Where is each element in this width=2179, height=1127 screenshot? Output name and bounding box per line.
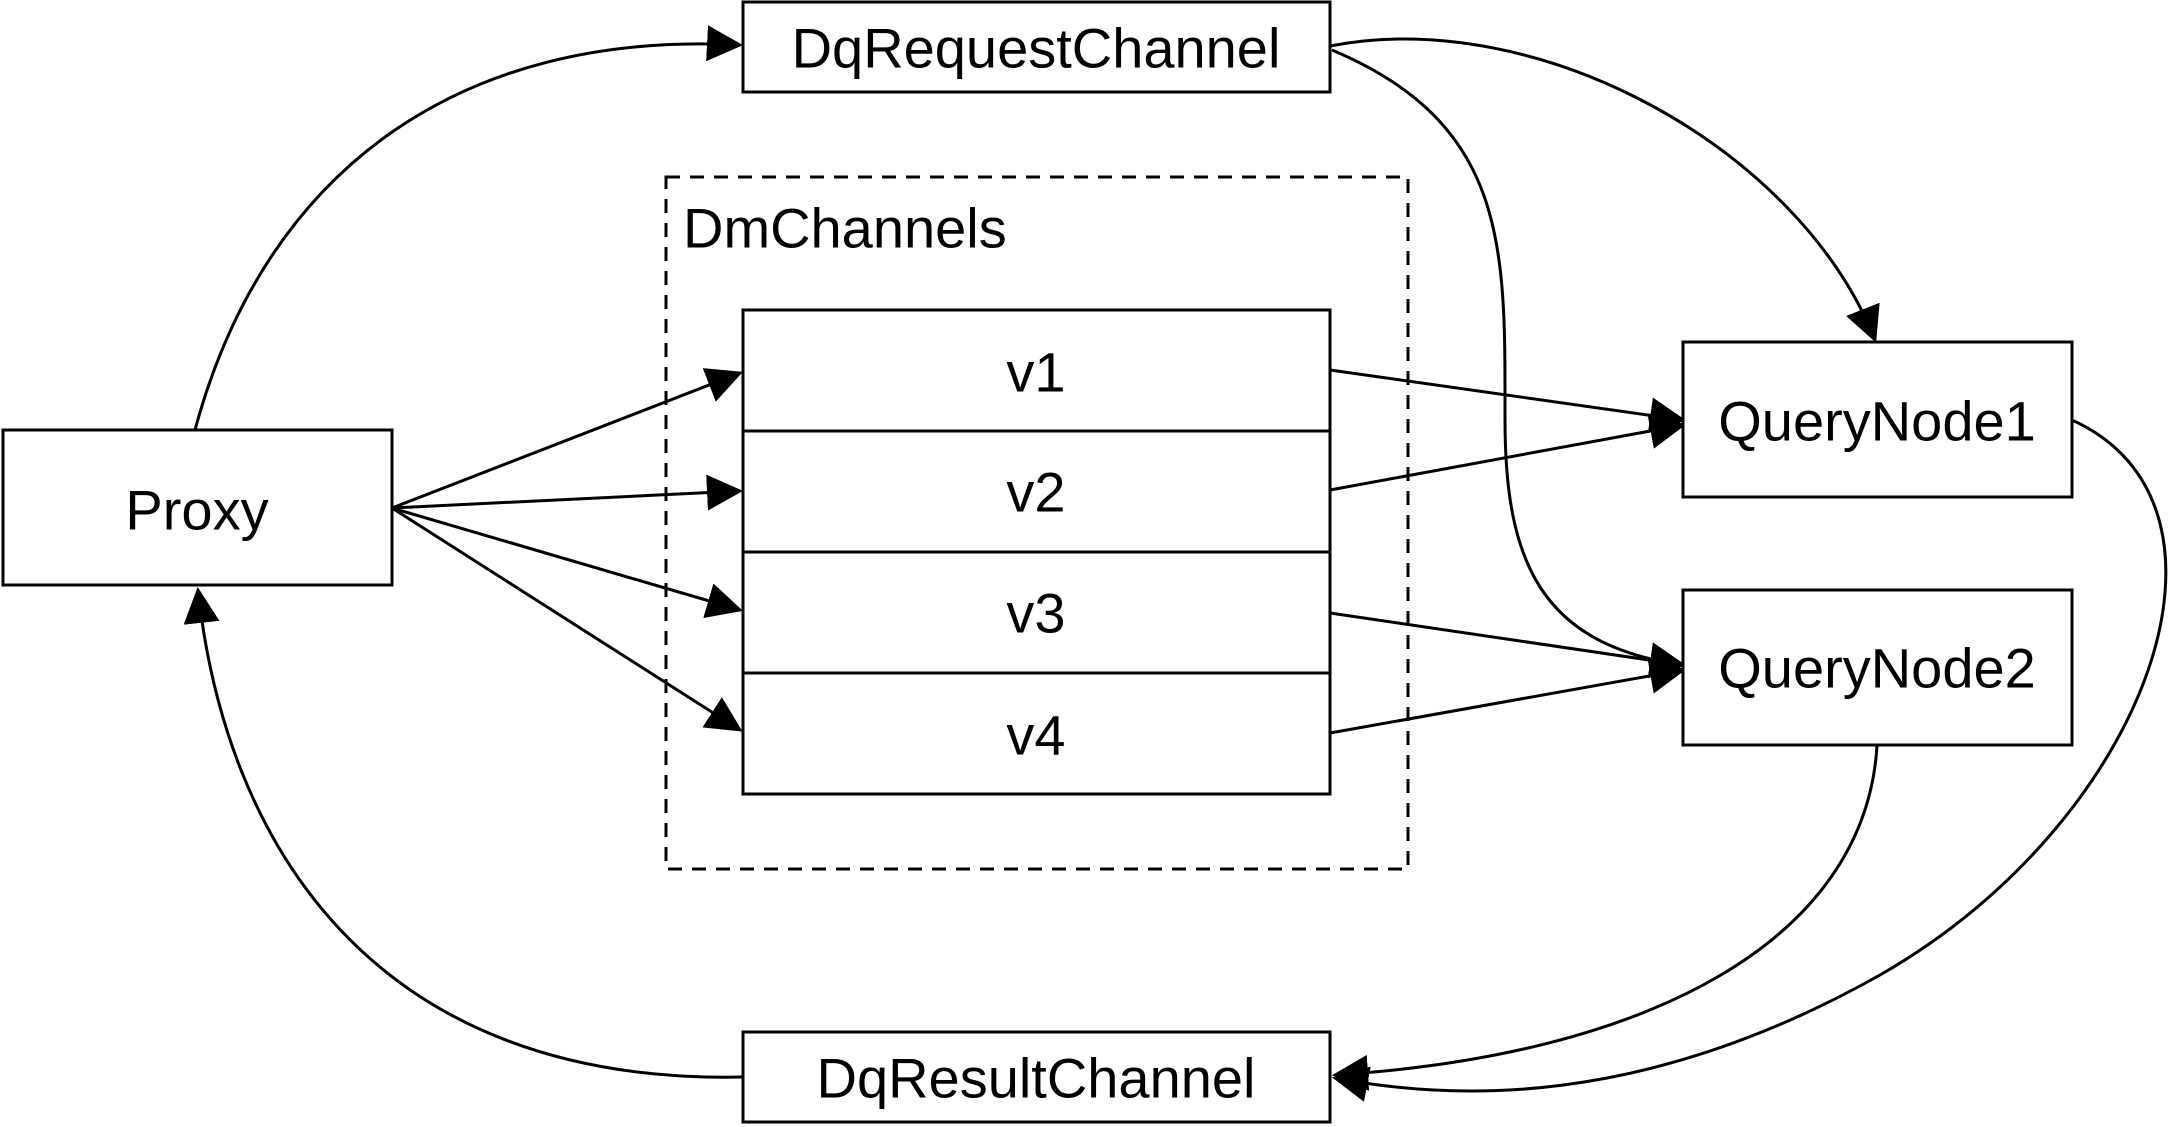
edge-proxy-to-v3	[391, 506, 743, 618]
dm-channels-title: DmChannels	[683, 197, 1007, 260]
dm-channel-v4-box	[741, 671, 1332, 796]
dq-result-channel-label: DqResultChannel	[817, 1047, 1256, 1110]
dq-request-channel-node: DqRequestChannel	[741, 0, 1332, 94]
dm-channel-v3-label: v3	[1006, 582, 1065, 645]
proxy-node: Proxy	[1, 428, 394, 587]
edge-proxy-to-v1	[391, 368, 743, 510]
dq-result-channel-box	[741, 1030, 1332, 1124]
dm-channel-v3-box	[741, 550, 1332, 675]
dq-request-channel-label: DqRequestChannel	[792, 17, 1281, 80]
dm-channel-v2: v2	[741, 429, 1332, 554]
dm-channel-v2-box	[741, 429, 1332, 554]
dm-channels-frame	[664, 175, 1410, 871]
dm-channel-v3: v3	[741, 550, 1332, 675]
edge-querynode2-to-dq-result	[1332, 745, 1879, 1091]
dm-channel-v2-label: v2	[1006, 461, 1065, 524]
edge-proxy-to-dq-request-channel	[193, 25, 743, 431]
dm-channel-v1: v1	[741, 308, 1332, 433]
edge-proxy-to-v4	[391, 506, 743, 732]
querynode1-box	[1681, 340, 2074, 499]
dq-request-channel-box	[741, 0, 1332, 94]
dm-channel-v1-box	[741, 308, 1332, 433]
edge-v4-to-querynode2	[1329, 658, 1686, 735]
querynode1-label: QueryNode1	[1718, 390, 2036, 453]
querynode2-label: QueryNode2	[1718, 637, 2036, 700]
edge-v1-to-querynode1	[1329, 368, 1686, 434]
edge-v2-to-querynode1	[1329, 413, 1686, 492]
dm-channel-v4: v4	[741, 671, 1332, 796]
dm-channel-v4-label: v4	[1006, 704, 1065, 767]
edges	[183, 25, 2168, 1102]
edge-dq-result-to-proxy	[183, 587, 744, 1079]
querynode2-node: QueryNode2	[1681, 588, 2074, 747]
querynode1-node: QueryNode1	[1681, 340, 2074, 499]
dm-channels-group: DmChannels v1 v2 v3 v4	[664, 175, 1410, 871]
edge-querynode1-to-dq-result	[1332, 418, 2168, 1102]
dq-result-channel-node: DqResultChannel	[741, 1030, 1332, 1124]
proxy-label: Proxy	[125, 479, 268, 542]
edge-v3-to-querynode2	[1329, 611, 1686, 678]
querynode2-box	[1681, 588, 2074, 747]
proxy-box	[1, 428, 394, 587]
dm-channel-v1-label: v1	[1006, 341, 1065, 404]
edge-dq-request-to-querynode1	[1329, 37, 1880, 343]
edge-proxy-to-v2	[391, 474, 743, 511]
edge-dq-request-to-querynode2	[1331, 48, 1686, 679]
